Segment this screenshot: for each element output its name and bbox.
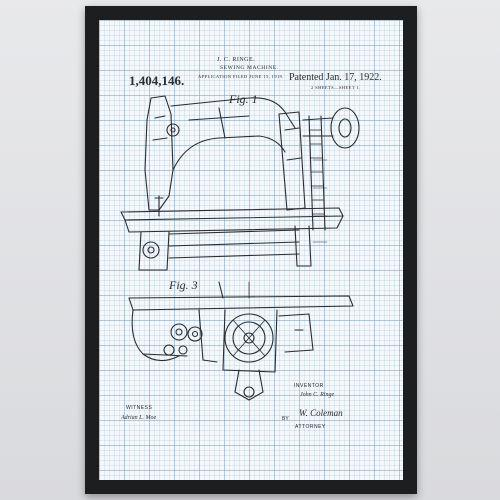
witness-signature: Adrian L. Moe — [121, 415, 157, 421]
attorney-signature: W. Coleman — [299, 408, 343, 418]
by-label: BY — [282, 416, 289, 422]
sheets-line: 2 SHEETS—SHEET 1. — [311, 85, 361, 90]
patent-print: 1,404,146. J. C. RINGE. SEWING MACHINE. … — [99, 20, 403, 480]
fig-3-label: Fig. 3 — [169, 278, 198, 292]
inventor-heading: J. C. RINGE. — [217, 57, 256, 63]
inventor-label: INVENTOR — [294, 383, 324, 389]
inventor-signature: John C. Ringe — [300, 392, 335, 398]
attorney-label: ATTORNEY — [295, 424, 326, 430]
patented-date: Patented Jan. 17, 1922. — [289, 72, 382, 83]
application-filed-line: APPLICATION FILED JUNE 15, 1919. — [198, 74, 284, 79]
witness-label: WITNESS — [126, 405, 153, 411]
patent-number: 1,404,146. — [129, 73, 185, 88]
sewing-machine-drawing — [120, 95, 360, 401]
patent-title: SEWING MACHINE. — [220, 65, 279, 71]
fig-1-label: Fig. 1 — [229, 92, 258, 106]
